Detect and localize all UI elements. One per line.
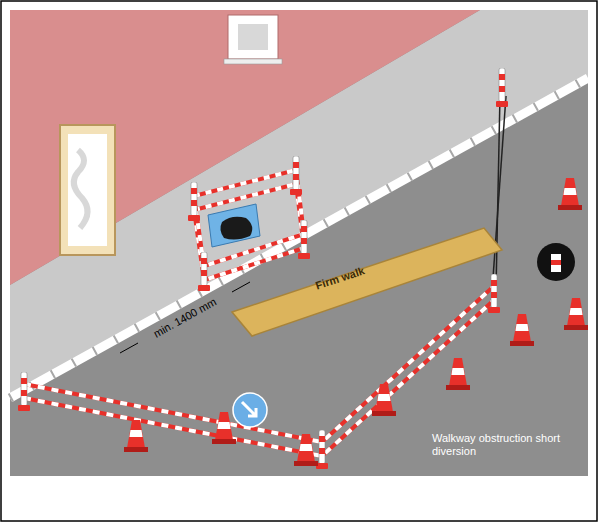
traffic-cone — [510, 314, 534, 346]
kerb — [10, 78, 588, 398]
traffic-cone — [124, 420, 148, 452]
walkway-plank: Firm walk — [232, 228, 504, 338]
barrier-post — [298, 220, 310, 259]
door-glass — [74, 150, 88, 228]
door-frame — [60, 125, 115, 255]
window-sill — [224, 59, 282, 64]
barrier-post — [290, 156, 302, 195]
sign-caption: Walkway obstruction short diversion — [432, 432, 572, 458]
barrier-post — [18, 372, 30, 411]
traffic-cone — [212, 412, 236, 444]
traffic-cone — [446, 358, 470, 390]
keep-left-sign — [233, 393, 267, 427]
door — [60, 125, 115, 255]
window-pane — [228, 15, 278, 59]
kerb-joints — [10, 78, 588, 398]
excavation-hole — [220, 217, 252, 240]
sign-lamp — [551, 254, 561, 272]
sign-arrow — [242, 402, 256, 416]
pavement — [10, 10, 588, 398]
wall — [10, 10, 480, 285]
road — [10, 10, 588, 476]
window — [224, 15, 282, 64]
pavement-barrier — [188, 156, 310, 291]
road-barrier — [18, 68, 508, 469]
lamp-sign — [537, 243, 575, 281]
traffic-cone — [558, 178, 582, 210]
sign-disc — [233, 393, 267, 427]
window-blur — [238, 24, 268, 50]
excavation — [208, 204, 260, 247]
plank-outline — [232, 228, 502, 336]
barrier-post — [496, 68, 508, 107]
barrier-post — [488, 274, 500, 313]
barrier-post — [188, 182, 200, 221]
barrier-rail — [194, 170, 304, 266]
traffic-cone — [372, 384, 396, 416]
barrier-rail-stripes — [194, 170, 304, 266]
cones — [124, 178, 588, 466]
dimension-label: min. 1400 mm — [134, 286, 237, 351]
dimension-line — [232, 282, 250, 292]
traffic-cone — [564, 298, 588, 330]
sign-disc — [537, 243, 575, 281]
traffic-cone — [294, 434, 318, 466]
dimension-line — [120, 343, 138, 353]
dimension — [120, 282, 250, 353]
plank-shape — [232, 228, 504, 338]
excavation-box — [208, 204, 260, 247]
door-panel — [68, 134, 107, 246]
barrier-rope — [492, 96, 506, 292]
barrier-post — [198, 252, 210, 291]
sign-lamp-band — [551, 260, 561, 265]
